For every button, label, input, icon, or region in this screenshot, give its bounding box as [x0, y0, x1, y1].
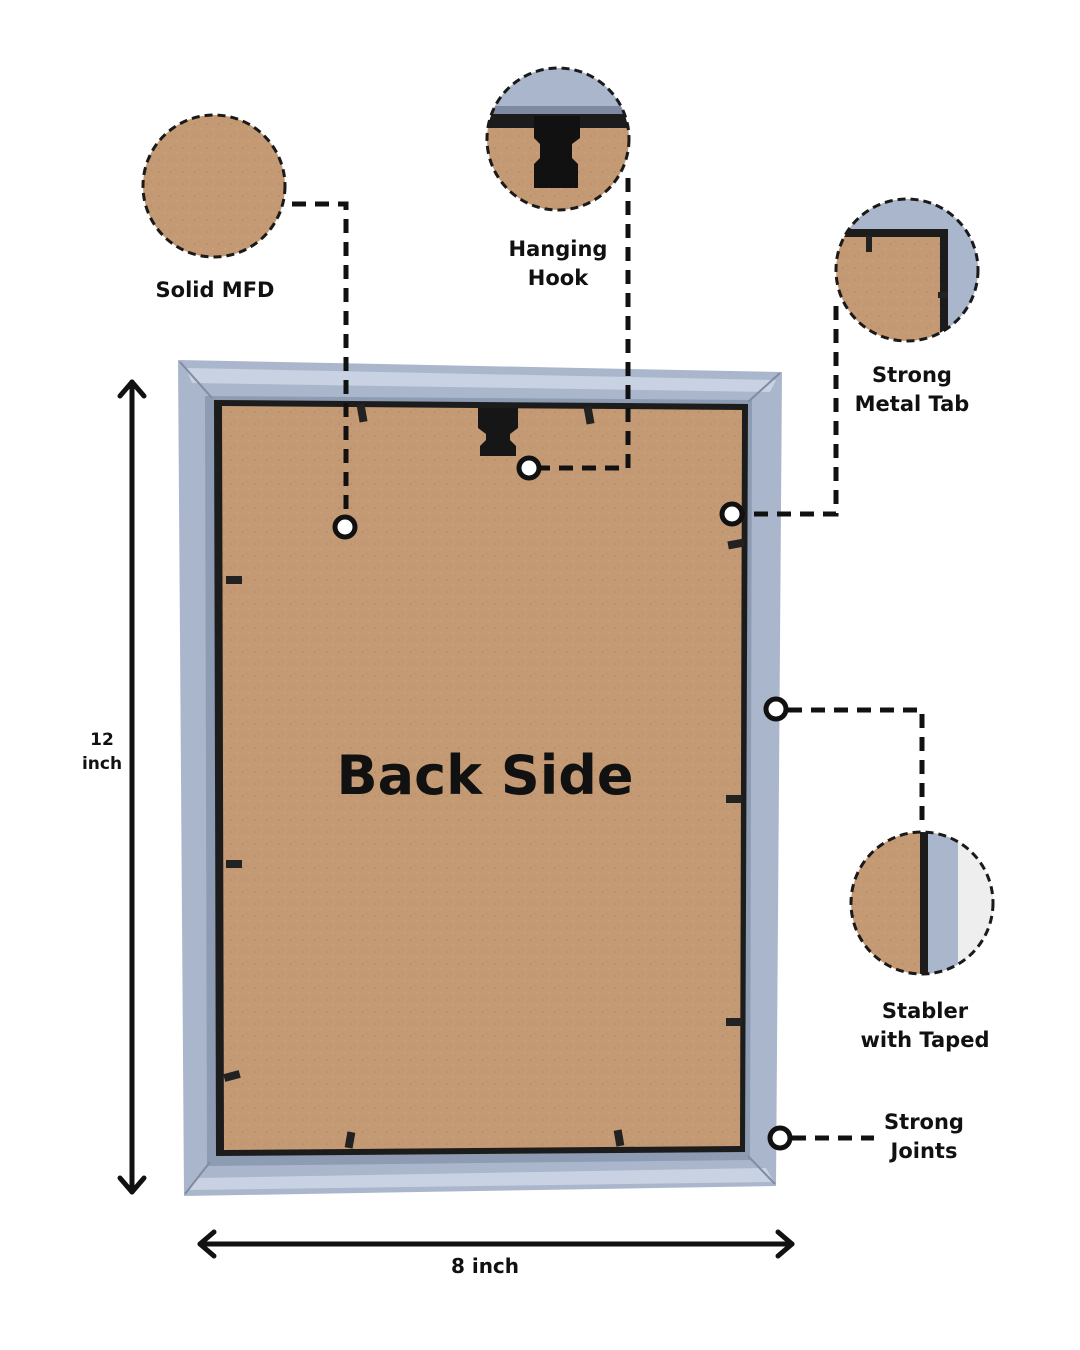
- back-side-title: Back Side: [336, 744, 634, 807]
- dot-joints: [767, 1125, 793, 1151]
- metal-tab: [226, 860, 242, 868]
- frame-miter-tr: [747, 372, 781, 403]
- dot-hanging-hook: [516, 455, 542, 481]
- frame-miter-bl: [184, 1161, 211, 1195]
- callout-dots: [332, 455, 793, 1151]
- height-dimension-label: 12 inch: [81, 730, 123, 774]
- label-hanging-hook: Hanging Hook: [508, 237, 608, 290]
- zoom-solid-mfd: [141, 113, 287, 259]
- leader-stabler: [788, 707, 925, 828]
- leader-solid-mfd: [292, 201, 349, 514]
- metal-tab: [726, 795, 742, 803]
- metal-tab: [344, 1131, 356, 1149]
- leader-lines: [292, 178, 925, 1141]
- frame-miter-br: [747, 1155, 776, 1185]
- zoom-stabler: [849, 830, 995, 976]
- zoom-hanging-hook: [485, 66, 631, 212]
- hanging-hook-on-board: [478, 408, 518, 456]
- metal-tab: [726, 1018, 742, 1026]
- height-dimension-arrow: [117, 379, 147, 1195]
- frame-highlight-bottom: [190, 1168, 774, 1190]
- label-solid-mfd: Solid MFD: [155, 278, 275, 302]
- metal-tab: [223, 1070, 241, 1082]
- metal-tab: [226, 576, 242, 584]
- leader-metal-tab: [744, 306, 839, 517]
- mdf-board: [222, 406, 742, 1150]
- metal-tab: [727, 538, 745, 550]
- frame-back: [178, 360, 782, 1196]
- label-joints: Strong Joints: [884, 1110, 964, 1163]
- retaining-tabs: [223, 403, 745, 1149]
- label-metal-tab: Strong Metal Tab: [854, 363, 970, 416]
- dot-metal-tab: [719, 501, 745, 527]
- dot-stabler: [763, 696, 789, 722]
- metal-tab: [613, 1129, 625, 1147]
- dot-solid-mfd: [332, 514, 358, 540]
- width-dimension-arrow: [197, 1229, 795, 1259]
- zoom-metal-tab: [834, 197, 980, 343]
- label-stabler: Stabler with Taped: [860, 999, 990, 1052]
- frame-miter-tl: [179, 361, 213, 399]
- leader-hanging-hook: [540, 178, 631, 471]
- metal-tab: [356, 403, 368, 423]
- width-dimension-label: 8 inch: [450, 1254, 520, 1278]
- metal-tab: [583, 405, 595, 425]
